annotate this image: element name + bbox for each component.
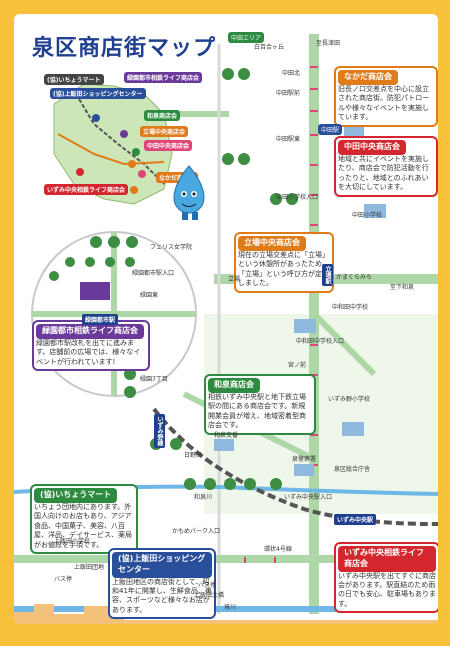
shop-box-nakada-chuo: 中田中央商店会 地域と共にイベントを実施したり、商店会で防犯活動を行ったりと、地… [334, 136, 438, 197]
shop-box-text: 相鉄いずみ中央駅と地下鉄立場駅の間にある商店会です。新規開業会員が増え、地域密着… [208, 392, 306, 430]
shop-box-title: (協)上飯田ショッピングセンター [112, 552, 212, 578]
overview-label: なかだ商店会 [156, 172, 199, 183]
street-label: 中田北 [282, 70, 301, 77]
street-label: 日野南 [184, 452, 203, 459]
street-label: いずみ中央駅入口 [284, 494, 333, 501]
street-label: 緑園東 [140, 292, 159, 299]
shop-box-text: 緑園都市駅改札を出てに進みます。店舗前の広場では、様々なイベントが行われています… [36, 338, 141, 366]
street-label: 泉警察署 [292, 456, 317, 463]
street-label: フェリス女学院 [150, 244, 193, 251]
street-label: 緑園7丁目 [140, 376, 168, 383]
street-label: 和泉川 [194, 494, 213, 501]
shop-box-text: 地域と共にイベントを実施したり、商店会で防犯活動を行ったりと、地域とのふれあいを… [338, 154, 429, 192]
shop-box-ichou: (協)いちょうマート いちょう団地内にあります。外国人向けのお店もあり、アジア食… [30, 484, 138, 554]
overview-label: 和泉商店会 [144, 110, 181, 121]
map-panel: 泉区商店街マップ (協)いちょうマート (協)上飯田ショッピングセンター 緑園都… [14, 14, 438, 624]
shop-box-ryokuen: 緑園都市相鉄ライフ商店会 緑園都市駅改札を出てに進みます。店舗前の広場では、様々… [32, 320, 150, 372]
area-label-nakada: 中田エリア [228, 32, 265, 43]
map-title: 泉区商店街マップ [32, 36, 217, 61]
street-label: 上飯田大橋 [194, 592, 225, 599]
street-label: バス停 [198, 582, 217, 589]
street-label: かまくらみち [336, 274, 373, 281]
shop-box-izumi: 和泉商店会 相鉄いずみ中央駅と地下鉄立場駅の間にある商店会です。新規開業会員が増… [204, 374, 316, 435]
street-label: 上飯田小学校 [54, 538, 91, 545]
street-label: 中和田中学校 [332, 304, 369, 311]
station-tateba: 立場駅 [322, 264, 333, 286]
street-label: 至下和泉 [390, 284, 415, 291]
shop-box-title: 中田中央商店会 [338, 140, 406, 155]
street-label: かもめパーク入口 [172, 528, 221, 535]
street-label: 中田小学校入口 [276, 194, 319, 201]
street-label: 和泉交番 [214, 432, 239, 439]
overview-label: いずみ中央相鉄ライフ商店会 [44, 184, 129, 195]
shop-box-title: 立場中央商店会 [238, 236, 306, 251]
shop-box-text: 現在の立場交差点に「立場」という休憩所があったため「立場」という呼び方が定着しま… [238, 250, 329, 288]
overview-label: (協)上飯田ショッピングセンター [50, 88, 146, 99]
street-label: 中田駅前 [276, 90, 301, 97]
station-nakada: 中田駅 [318, 124, 343, 135]
shop-box-text: 旧長ノ口交差点を中心に設立された商店街。防犯パトロールや様々なイベントを実施して… [338, 84, 430, 122]
shop-box-text: いずみ中央駅を出てすぐに商店会があります。駅直結のため雨の日でも安心、駐車場もあ… [338, 571, 436, 608]
street-label: 至長津田 [316, 40, 341, 47]
shop-box-title: (協)いちょうマート [34, 488, 118, 503]
street-label: 白百合ヶ丘 [254, 44, 285, 51]
street-label: 上飯田団地 [74, 564, 105, 571]
shop-box-tateba: 立場中央商店会 現在の立場交差点に「立場」という休憩所があったため「立場」という… [234, 232, 334, 293]
street-label: いずみ野小学校 [328, 396, 371, 403]
street-label: 宮ノ前 [288, 362, 307, 369]
street-label: 中和田中学校入口 [296, 338, 345, 345]
station-ryokuen: 緑園都市駅 [82, 314, 119, 325]
overview-label: 立場中央商店会 [140, 126, 189, 137]
overview-label: 中田中央商店会 [144, 140, 193, 151]
shop-box-izumi-chuo-sotetsu: いずみ中央相鉄ライフ商店会 いずみ中央駅を出てすぐに商店会があります。駅直結のた… [334, 542, 438, 614]
shop-box-text: いちょう団地内にあります。外国人向けのお店もあり、アジア食品、中国菓子、美容、八… [34, 502, 132, 549]
shop-box-title: いずみ中央相鉄ライフ商店会 [338, 546, 436, 572]
overview-label: 緑園都市相鉄ライフ商店会 [124, 72, 203, 83]
shop-box-title: 和泉商店会 [208, 378, 260, 393]
station-izumi-chuo: いずみ中央駅 [334, 514, 377, 525]
rail-line-label: いずみ野線 [154, 414, 165, 448]
street-label: 環状4号線 [264, 546, 292, 553]
shop-box-text: 上飯田地区の商店街として、昭和41年に開業し、生鮮食品、美容、スポーツなど様々な… [112, 577, 212, 614]
street-label: 泉区総合庁舎 [334, 466, 371, 473]
street-label: 緑園都市駅入口 [132, 270, 175, 277]
street-label: バス停 [54, 576, 73, 583]
street-label: 中田駅東 [276, 136, 301, 143]
shop-box-kamiiida: (協)上飯田ショッピングセンター 上飯田地区の商店街として、昭和41年に開業し、… [108, 548, 216, 620]
overview-label: (協)いちょうマート [44, 74, 104, 85]
shop-box-title: 緑園都市相鉄ライフ商店会 [36, 324, 144, 339]
shop-box-title: なかだ商店会 [338, 70, 398, 85]
street-label: 中田小学校 [352, 212, 383, 219]
mascot-image [173, 165, 205, 220]
street-label: 立場 [228, 276, 241, 283]
street-label: 境川 [224, 604, 237, 611]
shop-box-nakada: なかだ商店会 旧長ノ口交差点を中心に設立された商店街。防犯パトロールや様々なイベ… [334, 66, 438, 127]
